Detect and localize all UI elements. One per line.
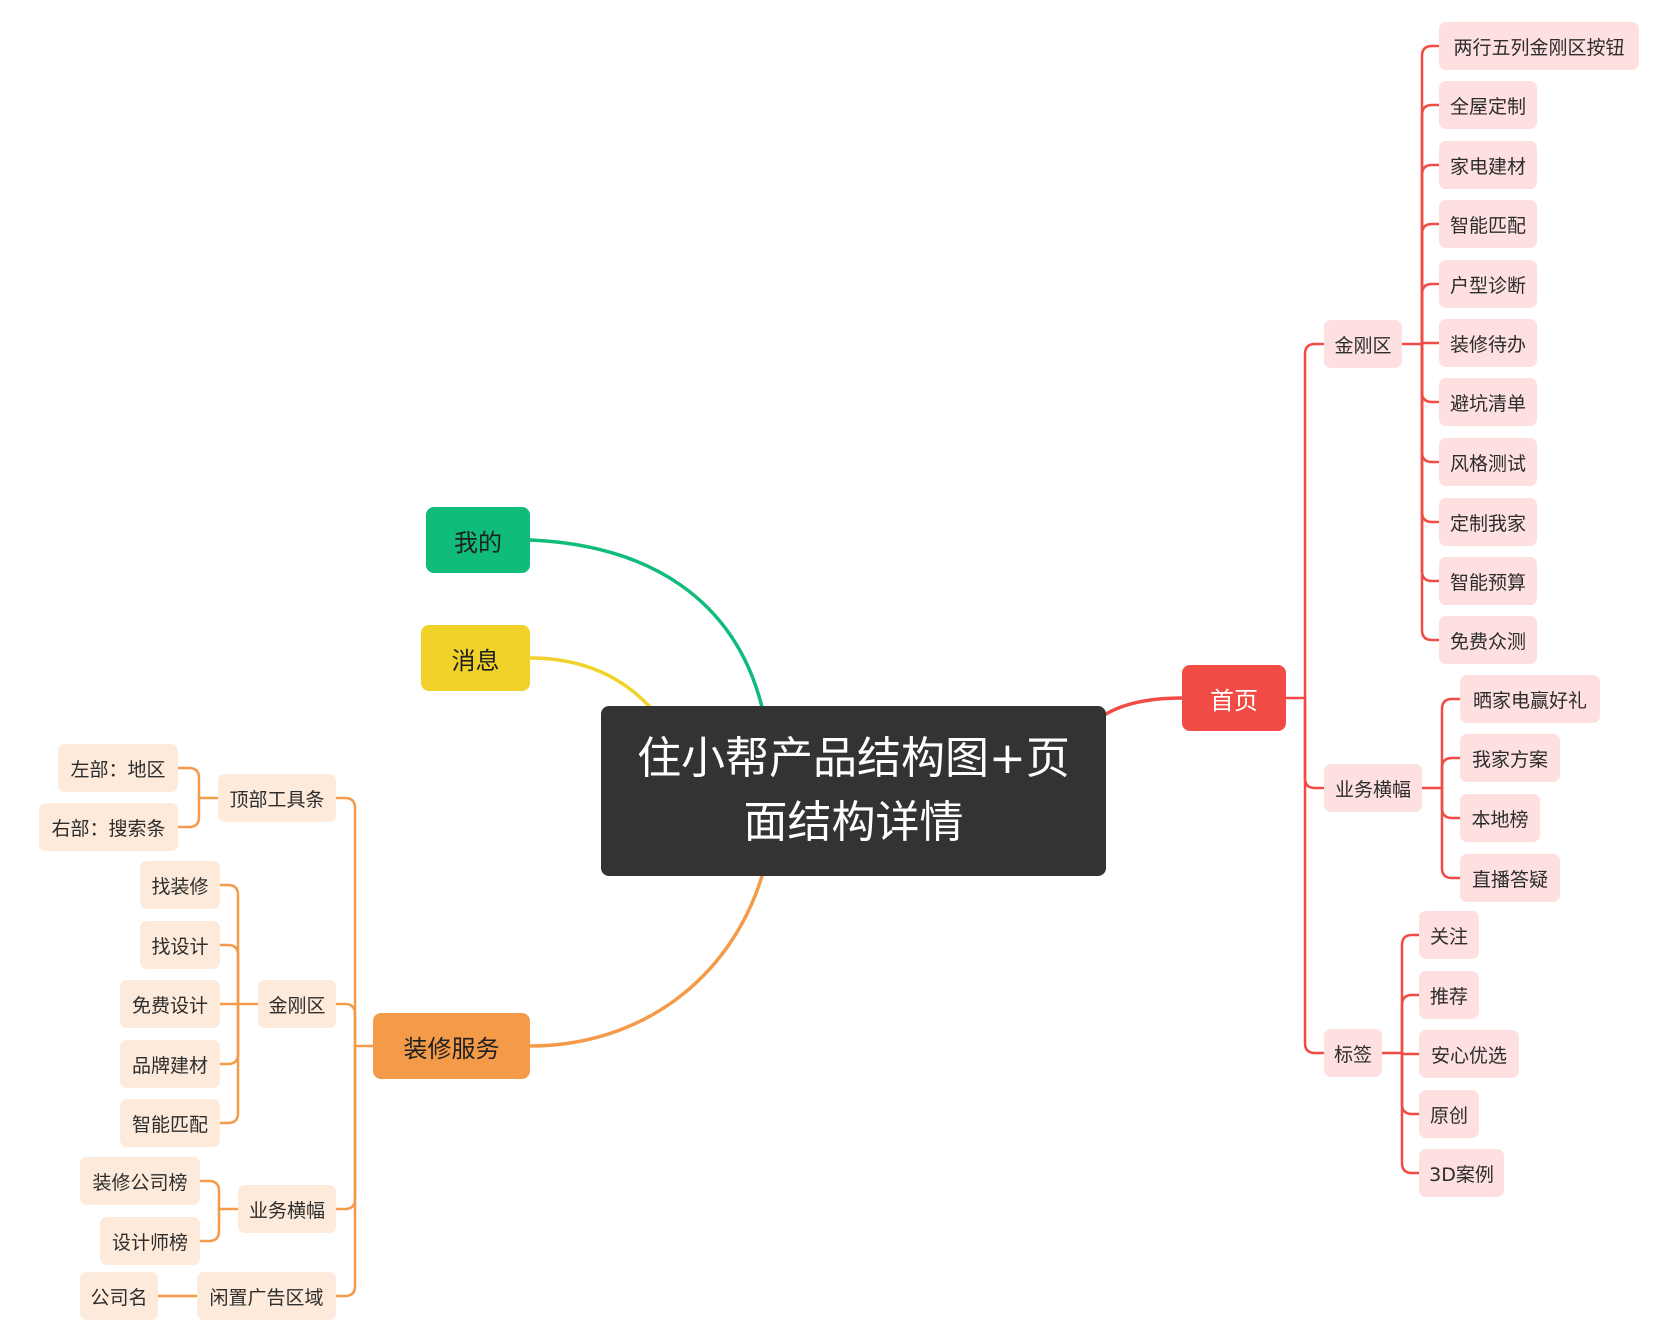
service-kingkong-item[interactable]: 免费设计	[120, 980, 220, 1028]
connector-mine	[528, 538, 764, 709]
service-banner-item[interactable]: 装修公司榜	[80, 1157, 200, 1205]
connector-home-banner	[1440, 786, 1462, 820]
connector-home-kingkong	[1420, 342, 1441, 404]
home-banner-item[interactable]: 晒家电赢好礼	[1460, 675, 1600, 723]
home-kingkong-node[interactable]: 金刚区	[1324, 320, 1402, 368]
service-idle-ad-node[interactable]: 闲置广告区域	[197, 1272, 336, 1320]
connector-home	[1104, 696, 1184, 716]
service-banner-node[interactable]: 业务横幅	[238, 1185, 336, 1233]
branch-home[interactable]: 首页	[1182, 665, 1286, 731]
connector-home-kingkong	[1420, 342, 1441, 524]
home-kingkong-item[interactable]: 免费众测	[1439, 616, 1537, 664]
connector-service-groups	[334, 796, 357, 1048]
connector-message	[528, 656, 652, 709]
connector-service-kingkong	[218, 943, 240, 1006]
branch-service[interactable]: 装修服务	[373, 1013, 530, 1079]
home-banner-item[interactable]: 我家方案	[1460, 734, 1560, 782]
home-tag-item[interactable]: 关注	[1419, 911, 1479, 959]
connector-home-groups	[1303, 696, 1326, 1055]
connector-home-tags	[1400, 1051, 1421, 1116]
service-idle-ad-item[interactable]: 公司名	[80, 1272, 158, 1320]
service-kingkong-item[interactable]: 找设计	[140, 921, 220, 969]
connector-service-toolbar	[176, 796, 201, 829]
connector-home-tags	[1400, 1051, 1421, 1175]
service-toolbar-item[interactable]: 左部：地区	[58, 744, 178, 792]
home-kingkong-item[interactable]: 家电建材	[1439, 141, 1537, 189]
home-kingkong-item[interactable]: 两行五列金刚区按钮	[1439, 22, 1639, 70]
home-kingkong-item[interactable]: 智能预算	[1439, 557, 1537, 605]
connector-home-kingkong	[1420, 282, 1441, 346]
home-tag-item[interactable]: 安心优选	[1419, 1030, 1519, 1078]
service-toolbar-node[interactable]: 顶部工具条	[218, 774, 336, 822]
home-kingkong-item[interactable]: 户型诊断	[1439, 260, 1537, 308]
home-banner-item[interactable]: 直播答疑	[1460, 854, 1560, 902]
home-tag-item[interactable]: 原创	[1419, 1090, 1479, 1138]
service-banner-item[interactable]: 设计师榜	[100, 1217, 200, 1265]
connector-service-groups	[334, 1002, 357, 1048]
connector-home-tags	[1400, 933, 1421, 1055]
connector-service-banner	[198, 1207, 221, 1243]
home-kingkong-item[interactable]: 智能匹配	[1439, 200, 1537, 248]
connector-service-kingkong	[218, 883, 240, 1006]
service-kingkong-node[interactable]: 金刚区	[258, 980, 336, 1028]
connector-service-toolbar	[176, 766, 201, 800]
connector-home-kingkong	[1420, 222, 1441, 346]
connector-home-banner	[1440, 697, 1462, 790]
connector-home-tags	[1400, 993, 1421, 1055]
connector-service-groups	[334, 1044, 357, 1298]
connector-home-groups	[1303, 696, 1326, 790]
home-banner-item[interactable]: 本地榜	[1460, 794, 1540, 842]
service-kingkong-item[interactable]: 智能匹配	[120, 1099, 220, 1147]
home-tags-node[interactable]: 标签	[1324, 1029, 1382, 1077]
root-title-line1: 住小帮产品结构图+页	[637, 733, 1070, 784]
home-tag-item[interactable]: 推荐	[1419, 971, 1479, 1019]
connector-home-banner	[1440, 756, 1462, 790]
connector-home-kingkong	[1420, 44, 1441, 346]
connector-home-kingkong	[1420, 163, 1441, 346]
home-tag-item[interactable]: 3D案例	[1419, 1149, 1504, 1197]
connector-home-banner	[1440, 786, 1462, 880]
home-kingkong-item[interactable]: 避坑清单	[1439, 378, 1537, 426]
connector-home-kingkong	[1420, 342, 1441, 642]
branch-mine[interactable]: 我的	[426, 507, 530, 573]
connector-service-banner	[198, 1179, 221, 1211]
root-node[interactable]: 住小帮产品结构图+页 面结构详情	[601, 706, 1106, 876]
home-kingkong-item[interactable]: 全屋定制	[1439, 81, 1537, 129]
home-kingkong-item[interactable]: 装修待办	[1439, 319, 1537, 367]
connector-service-groups	[334, 1044, 357, 1211]
home-banner-node[interactable]: 业务横幅	[1324, 764, 1422, 812]
service-kingkong-item[interactable]: 找装修	[140, 861, 220, 909]
service-kingkong-item[interactable]: 品牌建材	[120, 1040, 220, 1088]
service-toolbar-item[interactable]: 右部：搜索条	[39, 803, 178, 851]
connector-home-groups	[1303, 342, 1326, 700]
connector-service	[528, 874, 764, 1048]
connector-service-kingkong	[218, 1002, 240, 1066]
connector-service-kingkong	[218, 1002, 240, 1125]
branch-message[interactable]: 消息	[421, 625, 530, 691]
home-kingkong-item[interactable]: 风格测试	[1439, 438, 1537, 486]
home-kingkong-item[interactable]: 定制我家	[1439, 498, 1537, 546]
root-title-line2: 面结构详情	[743, 797, 964, 848]
connector-home-kingkong	[1420, 103, 1441, 346]
